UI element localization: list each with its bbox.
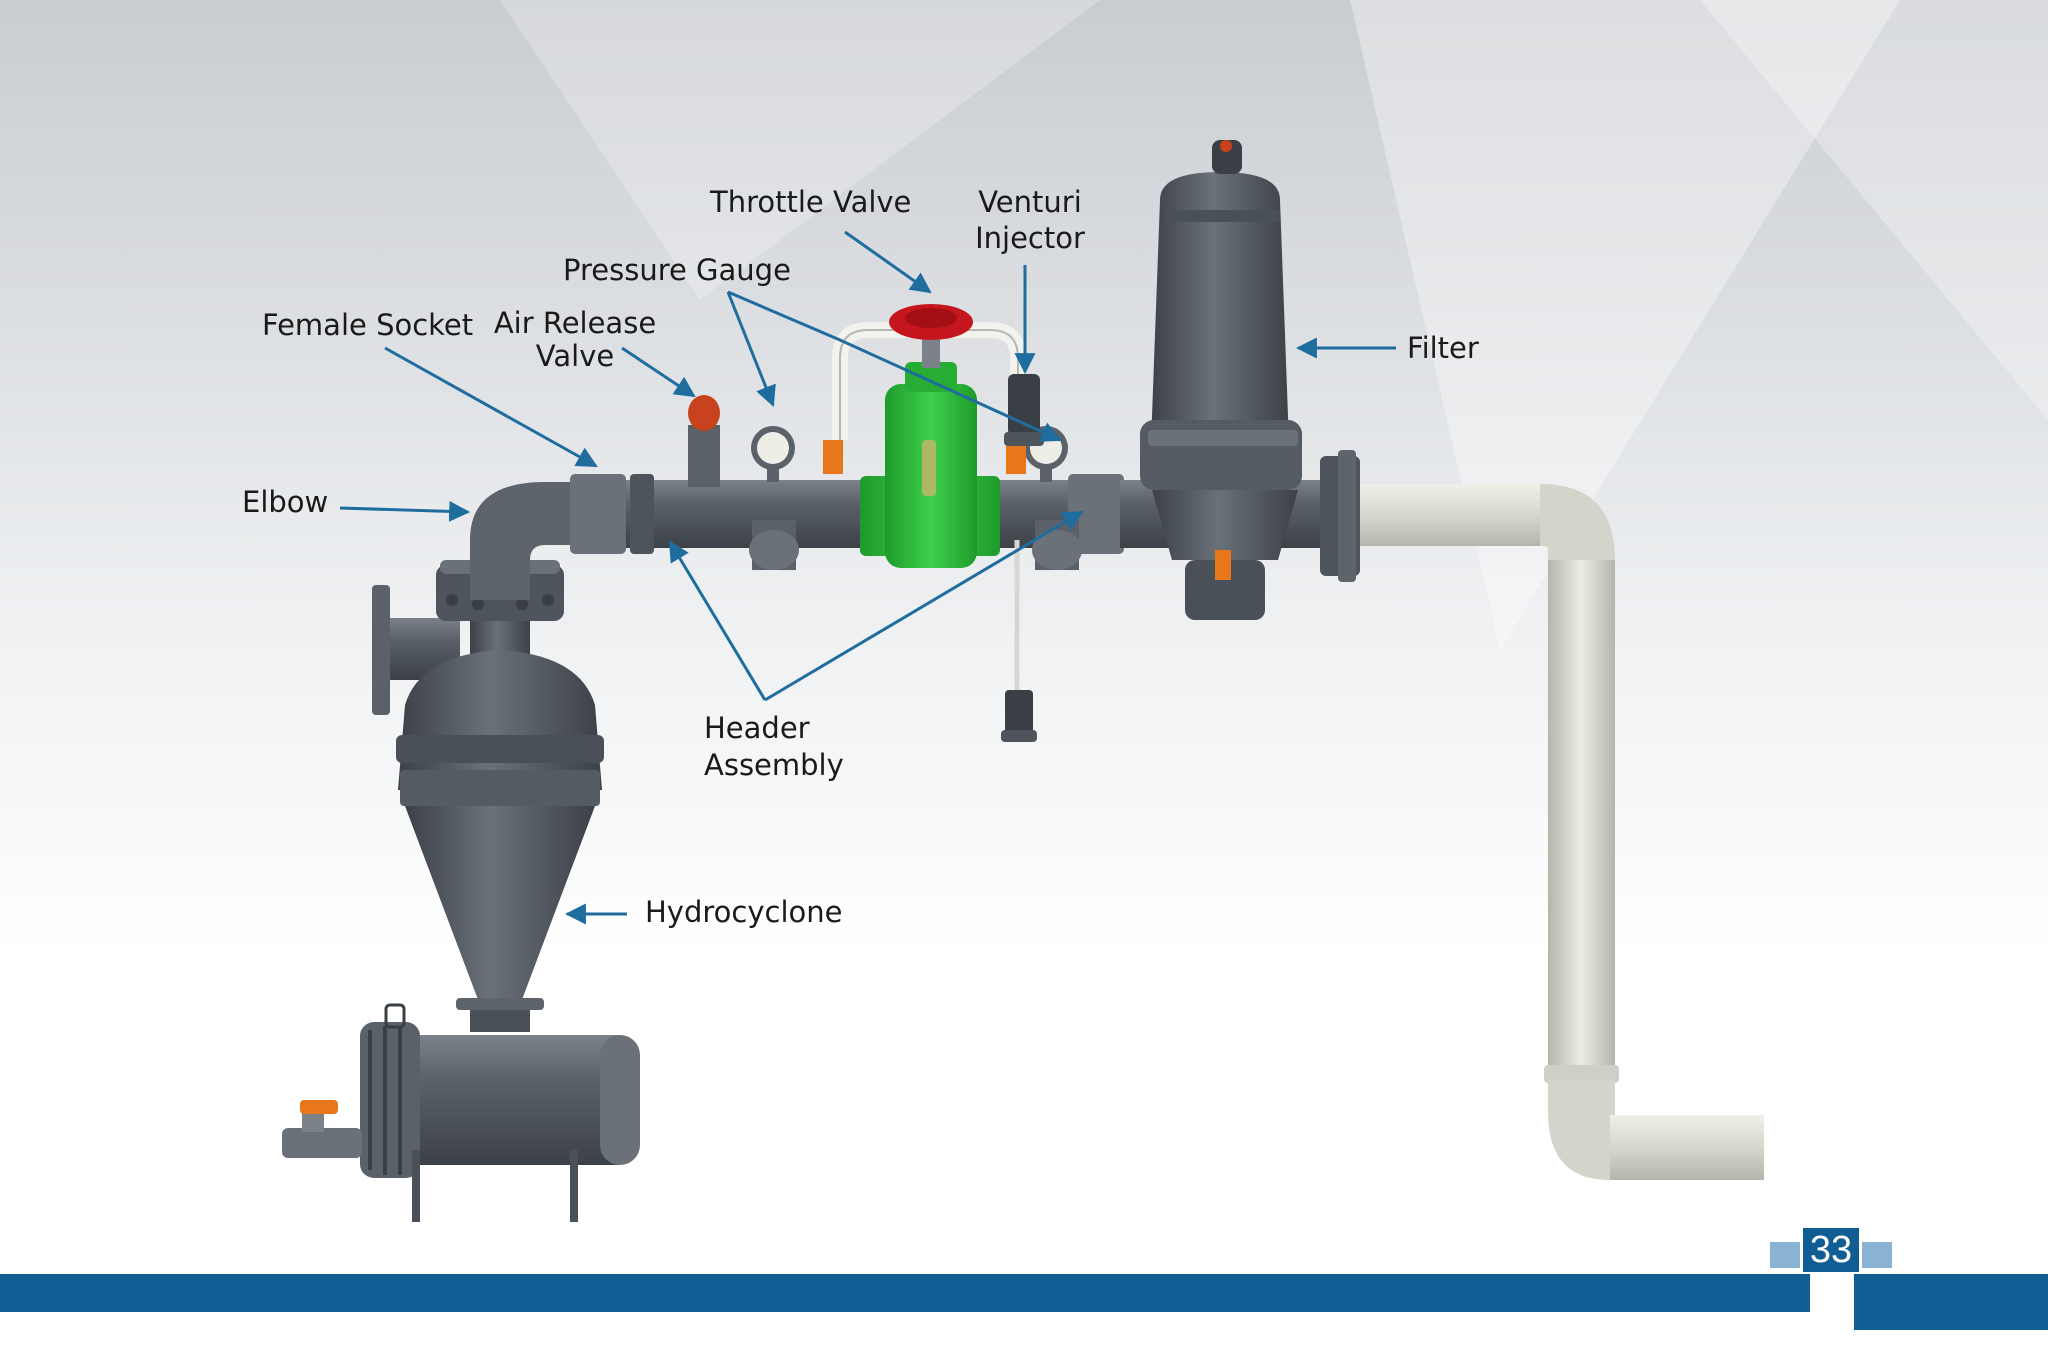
leader-header-assembly-left [668, 540, 767, 701]
air-release-valve-graphic [688, 395, 720, 487]
orange-valve-graphic [1006, 440, 1026, 474]
label-pressure-gauge: Pressure Gauge [563, 253, 791, 287]
leader-header-assembly-right [764, 510, 1084, 702]
leader-pressure-gauge-left [726, 291, 776, 407]
label-header-assembly-line1: Header [704, 711, 810, 745]
filter-graphic [1120, 140, 1360, 620]
footer-bar-left [0, 1274, 1810, 1312]
label-header-assembly-line2: Assembly [704, 748, 844, 782]
orange-valve-graphic [823, 440, 843, 474]
label-female-socket: Female Socket [262, 308, 474, 342]
leader-lines [339, 230, 1396, 925]
leader-female-socket [384, 346, 598, 468]
page-number: 33 [1803, 1228, 1859, 1272]
background-light-ray [500, 0, 1100, 300]
leader-elbow [339, 500, 471, 522]
background-light-ray [1700, 0, 2048, 420]
page-number-deco-right [1862, 1242, 1892, 1268]
pvc-pipe-graphic [1360, 484, 1764, 1180]
label-air-release-valve-line2: Valve [535, 339, 615, 373]
leader-pressure-gauge-right [727, 290, 1062, 442]
leader-throttle-valve [844, 230, 932, 294]
label-elbow: Elbow [242, 485, 329, 519]
throttle-valve-graphic [860, 304, 1000, 568]
label-throttle-valve: Throttle Valve [710, 185, 912, 219]
footer-bar-right [1854, 1274, 2048, 1330]
label-hydrocyclone: Hydrocyclone [645, 895, 843, 929]
label-air-release-valve-line1: Air Release [493, 306, 657, 340]
label-filter: Filter [1407, 331, 1479, 365]
label-venturi-injector-line2: Injector [975, 221, 1085, 255]
venturi-injector-graphic [1001, 374, 1044, 742]
label-venturi-injector-line1: Venturi [978, 185, 1082, 219]
leader-air-release-valve [621, 346, 696, 398]
elbow-graphic [470, 482, 580, 600]
page-number-deco-left [1770, 1242, 1800, 1268]
